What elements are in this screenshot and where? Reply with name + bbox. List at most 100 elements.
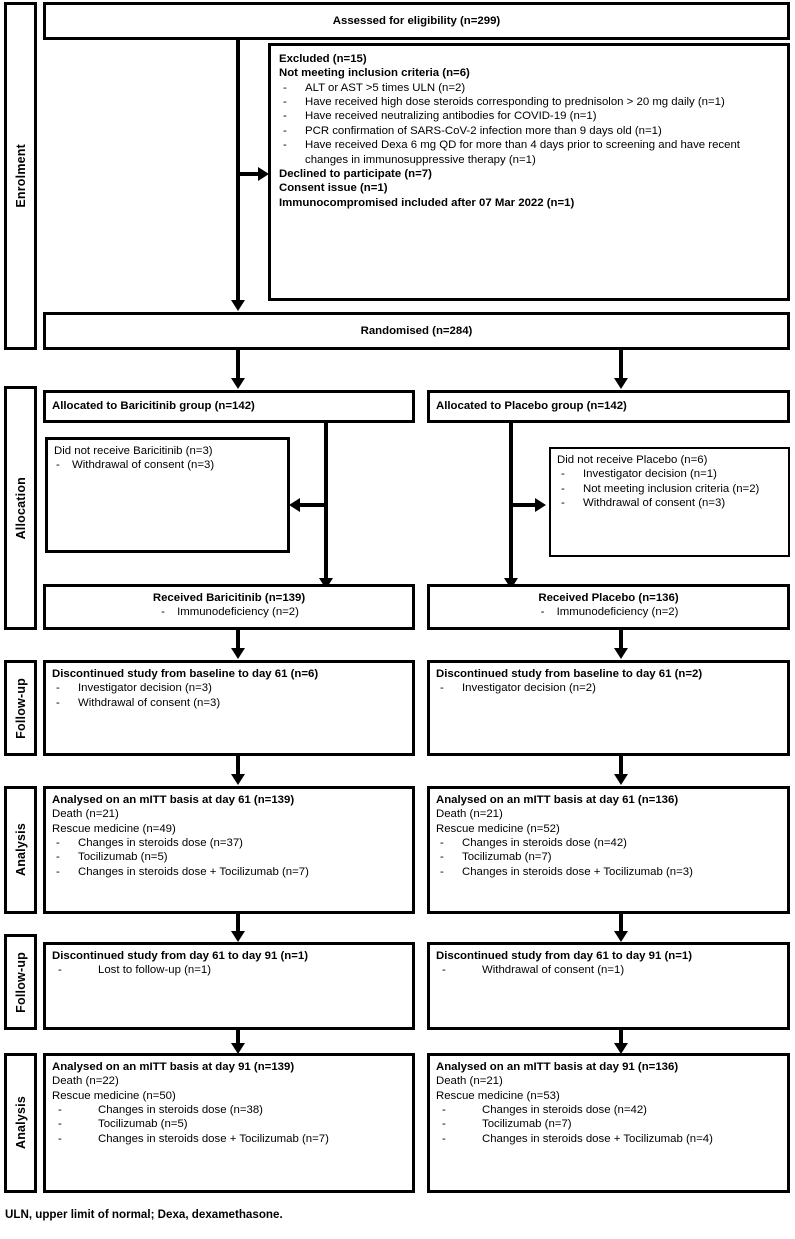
box-analysis-day61-placebo: Analysed on an mITT basis at day 61 (n=1… — [427, 786, 790, 914]
box-did-not-receive-baricitinib: Did not receive Baricitinib (n=3) Withdr… — [45, 437, 290, 553]
analysis-day91-baricitinib-rescue: Rescue medicine (n=50) — [52, 1089, 176, 1102]
analysis-day61-placebo-item: Tocilizumab (n=7) — [436, 850, 781, 865]
arrow-received-baricitinib-to-followup1 — [231, 648, 245, 659]
connector-placebo-to-not-received — [511, 503, 537, 507]
followup-day61-baricitinib-item: Investigator decision (n=3) — [52, 681, 406, 696]
arrow-placebo-to-received — [504, 578, 518, 589]
arrow-assessed-to-randomised — [231, 300, 245, 311]
followup-day61-baricitinib-title: Discontinued study from baseline to day … — [52, 668, 319, 680]
connector-followup2-to-analysis2-baricitinib — [236, 1030, 240, 1048]
figure-footnote: ULN, upper limit of normal; Dexa, dexame… — [5, 1208, 283, 1221]
followup-day61-placebo-title: Discontinued study from baseline to day … — [436, 668, 703, 680]
connector-to-excluded — [238, 172, 260, 176]
connector-placebo-allocation — [509, 423, 513, 581]
arrow-followup1-to-analysis1-placebo — [614, 774, 628, 785]
connector-randomised-to-baricitinib — [236, 350, 240, 381]
analysis-day61-placebo-title: Analysed on an mITT basis at day 61 (n=1… — [436, 794, 679, 806]
excluded-declined: Declined to participate (n=7) — [279, 167, 432, 180]
received-placebo-item: Immunodeficiency (n=2) — [539, 605, 679, 620]
box-followup-day91-placebo: Discontinued study from day 61 to day 91… — [427, 942, 790, 1030]
connector-analysis1-to-followup2-placebo — [619, 914, 623, 936]
analysis-day61-baricitinib-rescue: Rescue medicine (n=49) — [52, 822, 176, 835]
analysis-day91-baricitinib-item: Changes in steroids dose + Tocilizumab (… — [52, 1132, 406, 1147]
box-analysis-day91-placebo: Analysed on an mITT basis at day 91 (n=1… — [427, 1053, 790, 1193]
stage-label-enrolment: Enrolment — [4, 2, 37, 350]
arrow-analysis1-to-followup2-placebo — [614, 931, 628, 942]
analysis-day61-placebo-item: Changes in steroids dose + Tocilizumab (… — [436, 865, 781, 880]
arrow-randomised-to-placebo — [614, 378, 628, 389]
stage-label-analysis-1: Analysis — [4, 786, 37, 914]
analysis-day91-baricitinib-title: Analysed on an mITT basis at day 91 (n=1… — [52, 1061, 295, 1073]
analysis-day91-baricitinib-death: Death (n=22) — [52, 1075, 119, 1088]
followup-day91-placebo-title: Discontinued study from day 61 to day 91… — [436, 950, 693, 962]
analysis-day91-placebo-rescue: Rescue medicine (n=53) — [436, 1089, 560, 1102]
assessed-for-eligibility-label: Assessed for eligibility (n=299) — [332, 14, 501, 27]
box-analysis-day91-baricitinib: Analysed on an mITT basis at day 91 (n=1… — [43, 1053, 415, 1193]
stage-label-followup-1: Follow-up — [4, 660, 37, 756]
stage-label-followup-2: Follow-up — [4, 934, 37, 1030]
excluded-criterion-item: Have received high dose steroids corresp… — [279, 95, 779, 110]
box-excluded: Excluded (n=15) Not meeting inclusion cr… — [268, 43, 790, 301]
followup-day91-baricitinib-title: Discontinued study from day 61 to day 91… — [52, 950, 309, 962]
received-baricitinib-items: Immunodeficiency (n=2) — [52, 605, 406, 620]
analysis-day61-placebo-rescue: Rescue medicine (n=52) — [436, 822, 560, 835]
analysis-day91-baricitinib-item: Changes in steroids dose (n=38) — [52, 1103, 406, 1118]
arrow-followup2-to-analysis2-placebo — [614, 1043, 628, 1054]
did-not-receive-placebo-item: Withdrawal of consent (n=3) — [557, 496, 782, 511]
received-baricitinib-item: Immunodeficiency (n=2) — [159, 605, 299, 620]
connector-received-placebo-to-followup1 — [619, 630, 623, 652]
analysis-day61-baricitinib-title: Analysed on an mITT basis at day 61 (n=1… — [52, 794, 295, 806]
arrow-baricitinib-to-not-received — [289, 498, 300, 512]
allocated-baricitinib-label: Allocated to Baricitinib group (n=142) — [52, 400, 255, 413]
excluded-immunocompromised: Immunocompromised included after 07 Mar … — [279, 196, 575, 209]
received-placebo-title: Received Placebo (n=136) — [538, 592, 679, 604]
stage-label-enrolment-text: Enrolment — [13, 144, 28, 208]
box-followup-day61-placebo: Discontinued study from baseline to day … — [427, 660, 790, 756]
connector-analysis1-to-followup2-baricitinib — [236, 914, 240, 936]
excluded-criterion-item: PCR confirmation of SARS-CoV-2 infection… — [279, 124, 779, 139]
did-not-receive-placebo-item: Investigator decision (n=1) — [557, 467, 782, 482]
excluded-criterion-item: ALT or AST >5 times ULN (n=2) — [279, 81, 779, 96]
stage-label-followup-1-text: Follow-up — [13, 677, 28, 739]
did-not-receive-placebo-item: Not meeting inclusion criteria (n=2) — [557, 482, 782, 497]
received-placebo-items: Immunodeficiency (n=2) — [436, 605, 781, 620]
analysis-day61-placebo-item: Changes in steroids dose (n=42) — [436, 836, 781, 851]
excluded-criterion-item: Have received Dexa 6 mg QD for more than… — [279, 138, 779, 167]
connector-followup2-to-analysis2-placebo — [619, 1030, 623, 1048]
followup-day91-baricitinib-item: Lost to follow-up (n=1) — [52, 963, 406, 978]
excluded-consent-issue: Consent issue (n=1) — [279, 182, 388, 195]
box-did-not-receive-placebo: Did not receive Placebo (n=6) Investigat… — [549, 447, 790, 557]
box-followup-day61-baricitinib: Discontinued study from baseline to day … — [43, 660, 415, 756]
analysis-day61-baricitinib-death: Death (n=21) — [52, 808, 119, 821]
box-allocated-placebo: Allocated to Placebo group (n=142) — [427, 390, 790, 423]
connector-followup1-to-analysis1-baricitinib — [236, 756, 240, 778]
excluded-title: Excluded (n=15) — [279, 53, 367, 65]
received-baricitinib-title: Received Baricitinib (n=139) — [152, 592, 306, 604]
arrow-placebo-to-not-received — [535, 498, 546, 512]
connector-randomised-to-placebo — [619, 350, 623, 381]
randomised-label: Randomised (n=284) — [360, 324, 473, 337]
box-followup-day91-baricitinib: Discontinued study from day 61 to day 91… — [43, 942, 415, 1030]
excluded-criteria-title: Not meeting inclusion criteria (n=6) — [279, 67, 470, 80]
arrow-randomised-to-baricitinib — [231, 378, 245, 389]
arrow-analysis1-to-followup2-baricitinib — [231, 931, 245, 942]
connector-assessed-to-randomised — [236, 40, 240, 301]
allocated-placebo-label: Allocated to Placebo group (n=142) — [436, 400, 627, 413]
analysis-day91-placebo-item: Changes in steroids dose + Tocilizumab (… — [436, 1132, 781, 1147]
did-not-receive-placebo-title: Did not receive Placebo (n=6) — [557, 454, 708, 466]
analysis-day91-baricitinib-item: Tocilizumab (n=5) — [52, 1117, 406, 1132]
box-allocated-baricitinib: Allocated to Baricitinib group (n=142) — [43, 390, 415, 423]
stage-label-analysis-2-text: Analysis — [13, 1096, 28, 1150]
analysis-day61-baricitinib-item: Changes in steroids dose + Tocilizumab (… — [52, 865, 406, 880]
box-received-placebo: Received Placebo (n=136) Immunodeficienc… — [427, 584, 790, 630]
excluded-criterion-item: Have received neutralizing antibodies fo… — [279, 109, 779, 124]
analysis-day61-placebo-death: Death (n=21) — [436, 808, 503, 821]
arrow-to-excluded — [258, 167, 269, 181]
followup-day61-placebo-item: Investigator decision (n=2) — [436, 681, 781, 696]
box-randomised: Randomised (n=284) — [43, 312, 790, 350]
arrow-baricitinib-to-received — [319, 578, 333, 589]
followup-day91-placebo-item: Withdrawal of consent (n=1) — [436, 963, 781, 978]
box-received-baricitinib: Received Baricitinib (n=139) Immunodefic… — [43, 584, 415, 630]
analysis-day91-placebo-death: Death (n=21) — [436, 1075, 503, 1088]
